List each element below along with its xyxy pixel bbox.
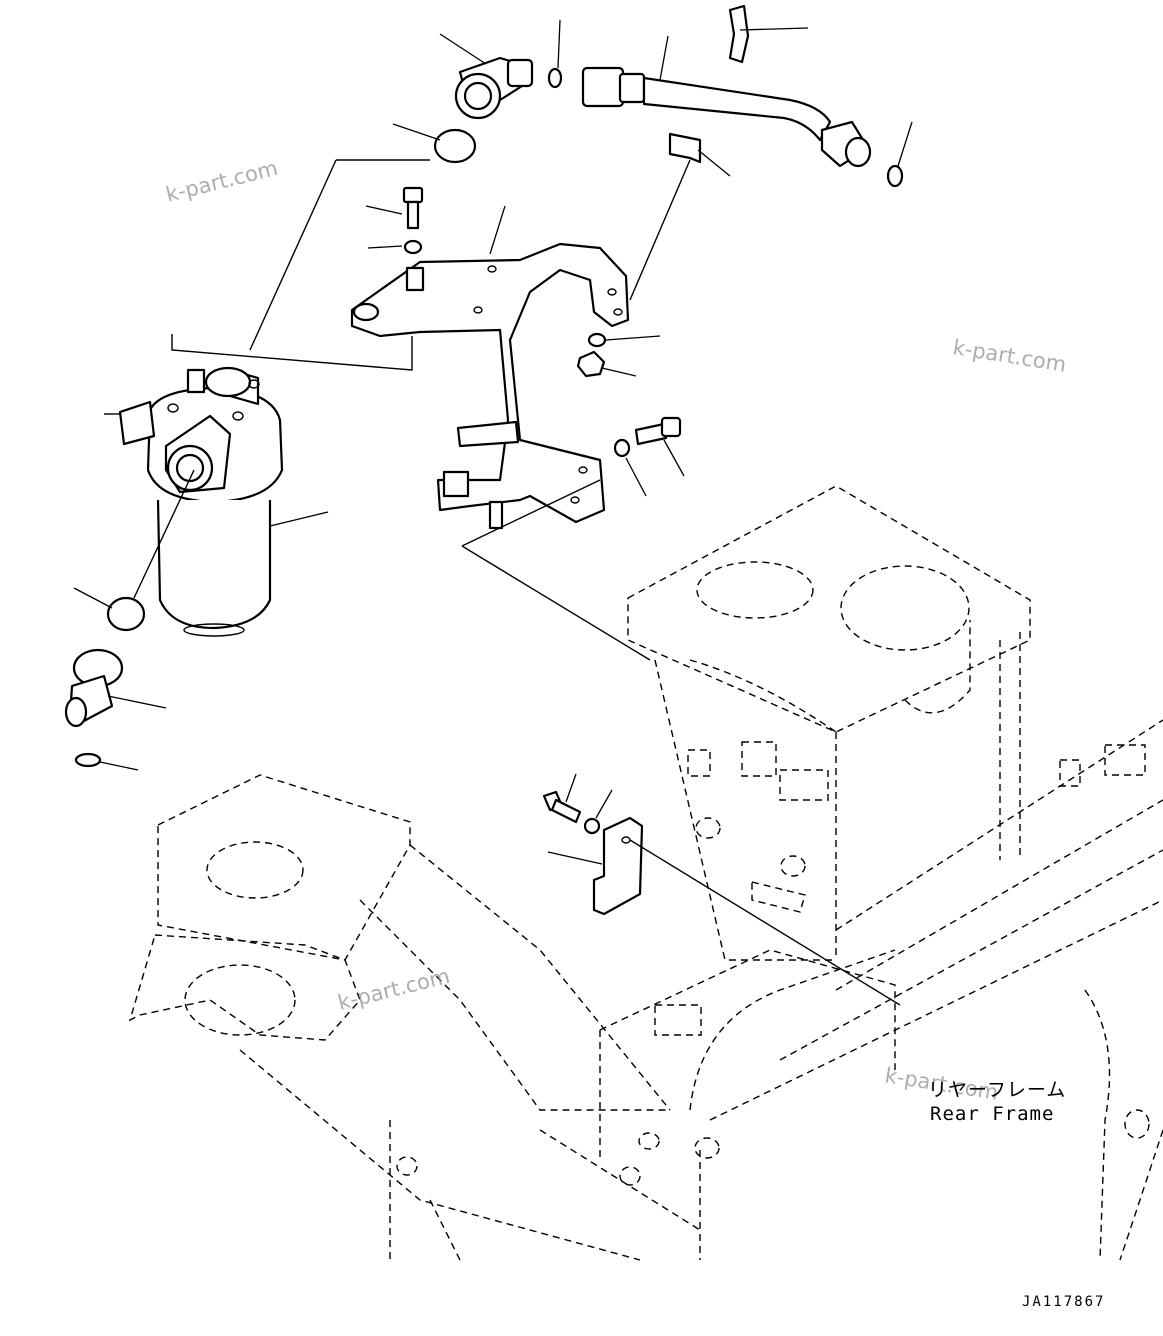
bolt-icon bbox=[634, 416, 682, 446]
hose-clamp-icon bbox=[668, 132, 702, 164]
watermark-text: k-part.com bbox=[951, 335, 1068, 377]
frame-label-english: Rear Frame bbox=[930, 1103, 1054, 1125]
bolt-icon bbox=[402, 186, 424, 230]
cap-icon bbox=[106, 596, 146, 632]
elbow-fitting-icon bbox=[64, 648, 124, 728]
hose-pipe-icon bbox=[581, 66, 872, 168]
small-bracket-icon bbox=[592, 816, 644, 916]
filter-housing-icon bbox=[104, 366, 284, 637]
nut-icon bbox=[576, 350, 606, 378]
rear-frame-icon bbox=[128, 485, 1163, 1261]
frame-label-japanese: リヤーフレーム bbox=[928, 1079, 1066, 1101]
washer-icon bbox=[613, 438, 631, 458]
drawing-code: JA117867 bbox=[1022, 1294, 1105, 1310]
elbow-fitting-icon bbox=[454, 56, 534, 120]
cap-icon bbox=[433, 128, 477, 164]
watermark-text: k-part.com bbox=[335, 964, 452, 1015]
watermark-text: k-part.com bbox=[163, 156, 280, 207]
o-ring-icon bbox=[547, 67, 563, 89]
washer-icon bbox=[583, 817, 601, 835]
mounting-bracket-icon bbox=[350, 242, 630, 530]
o-ring-icon bbox=[886, 164, 904, 188]
washer-icon bbox=[587, 332, 607, 348]
hose-clamp-icon bbox=[728, 4, 750, 64]
washer-icon bbox=[403, 239, 423, 255]
o-ring-icon bbox=[74, 752, 102, 768]
bolt-icon bbox=[542, 790, 582, 824]
